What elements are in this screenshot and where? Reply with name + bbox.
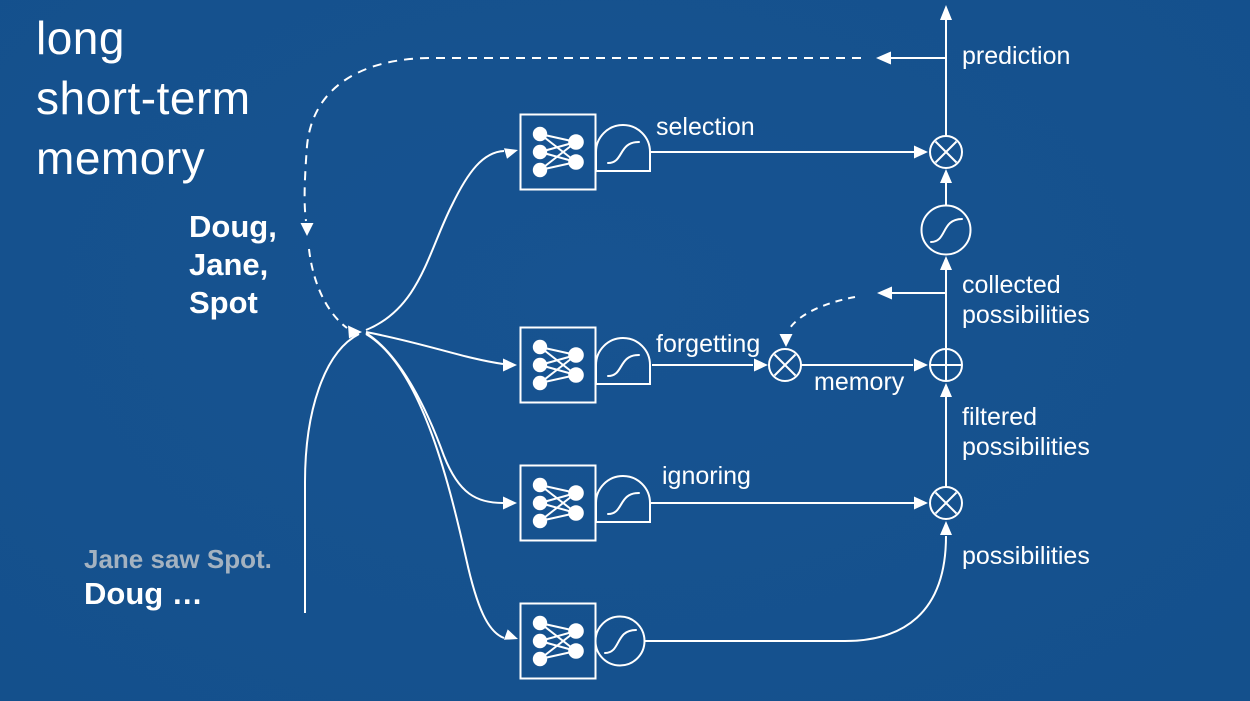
branch-to-ignoring-path — [365, 332, 504, 504]
possibilities-flow-path — [645, 535, 947, 642]
arrow-up-output-icon — [940, 5, 952, 20]
arrow-into-ignoring-block-icon — [503, 496, 517, 510]
arrow-up-into-multiply-ignoring-icon — [940, 521, 952, 535]
label-collected-possibilities: collected possibilities — [962, 270, 1090, 330]
arrow-left-collected-icon — [877, 286, 892, 300]
input-word-jane: Jane, — [189, 247, 269, 282]
arrow-into-possibilities-block-icon — [503, 629, 518, 640]
label-filtered-possibilities: filtered possibilities — [962, 402, 1090, 462]
label-collected-line2: possibilities — [962, 301, 1090, 329]
arrow-up-into-squash-icon — [940, 256, 952, 270]
prediction-feedback-dashed-path — [303, 57, 861, 222]
label-collected-line1: collected — [962, 271, 1061, 299]
branch-to-possibilities-path — [365, 333, 505, 639]
slide-title-line1: long — [36, 12, 125, 64]
tanh-node-possibilities-icon — [594, 615, 646, 667]
multiply-node-selection-icon — [929, 135, 963, 169]
memory-recurrence-dashed-path — [787, 296, 856, 332]
squash-node-icon — [920, 204, 972, 256]
label-memory: memory — [814, 368, 905, 396]
arrow-up-into-add-icon — [940, 383, 952, 397]
sigmoid-gate-forgetting-icon — [595, 337, 651, 385]
arrow-down-feedback-icon — [300, 223, 314, 236]
sigmoid-gate-selection-icon — [595, 124, 651, 172]
arrow-into-selection-block-icon — [504, 148, 518, 159]
slide-title-line2: short-term — [36, 72, 251, 124]
example-prompt-current: Doug … — [84, 576, 203, 611]
input-word-spot: Spot — [189, 285, 258, 320]
arrow-left-prediction-icon — [876, 51, 891, 65]
input-words-list: Doug, Jane, Spot — [189, 208, 277, 322]
neural-net-block-forgetting — [519, 326, 597, 404]
sigmoid-gate-ignoring-icon — [595, 475, 651, 523]
slide-title-line3: memory — [36, 132, 206, 184]
multiply-node-forgetting-icon — [768, 348, 802, 382]
label-prediction: prediction — [962, 42, 1071, 70]
label-filtered-line2: possibilities — [962, 433, 1090, 461]
example-sentence: Jane saw Spot. Doug … — [84, 544, 272, 612]
prediction-feedback-dashed-path-2 — [308, 248, 348, 329]
neural-net-block-possibilities — [519, 602, 597, 680]
branch-to-forgetting-path — [365, 331, 504, 365]
arrow-into-forgetting-block-icon — [503, 358, 517, 372]
slide-title: long short-term memory — [36, 8, 251, 188]
neural-net-block-ignoring — [519, 464, 597, 542]
label-selection: selection — [656, 113, 755, 141]
arrow-down-into-multiply-forgetting-icon — [779, 334, 793, 347]
add-node-memory-icon — [929, 348, 963, 382]
example-sentence-previous: Jane saw Spot. — [84, 544, 272, 574]
label-filtered-line1: filtered — [962, 403, 1038, 431]
arrow-into-multiply-selection-icon — [914, 145, 928, 159]
branch-to-selection-path — [365, 150, 505, 331]
arrow-into-multiply-forgetting-icon — [754, 358, 768, 372]
arrow-right-into-branch-icon — [348, 325, 362, 339]
label-ignoring: ignoring — [662, 462, 751, 490]
label-possibilities: possibilities — [962, 542, 1090, 570]
arrow-up-into-multiply-selection-icon — [940, 169, 952, 183]
arrow-into-add-node-icon — [914, 358, 928, 372]
neural-net-block-selection — [519, 113, 597, 191]
label-forgetting: forgetting — [656, 330, 761, 358]
multiply-node-ignoring-icon — [929, 486, 963, 520]
arrow-into-multiply-ignoring-icon — [914, 496, 928, 510]
input-flow-path — [304, 333, 360, 613]
input-word-doug: Doug, — [189, 209, 277, 244]
